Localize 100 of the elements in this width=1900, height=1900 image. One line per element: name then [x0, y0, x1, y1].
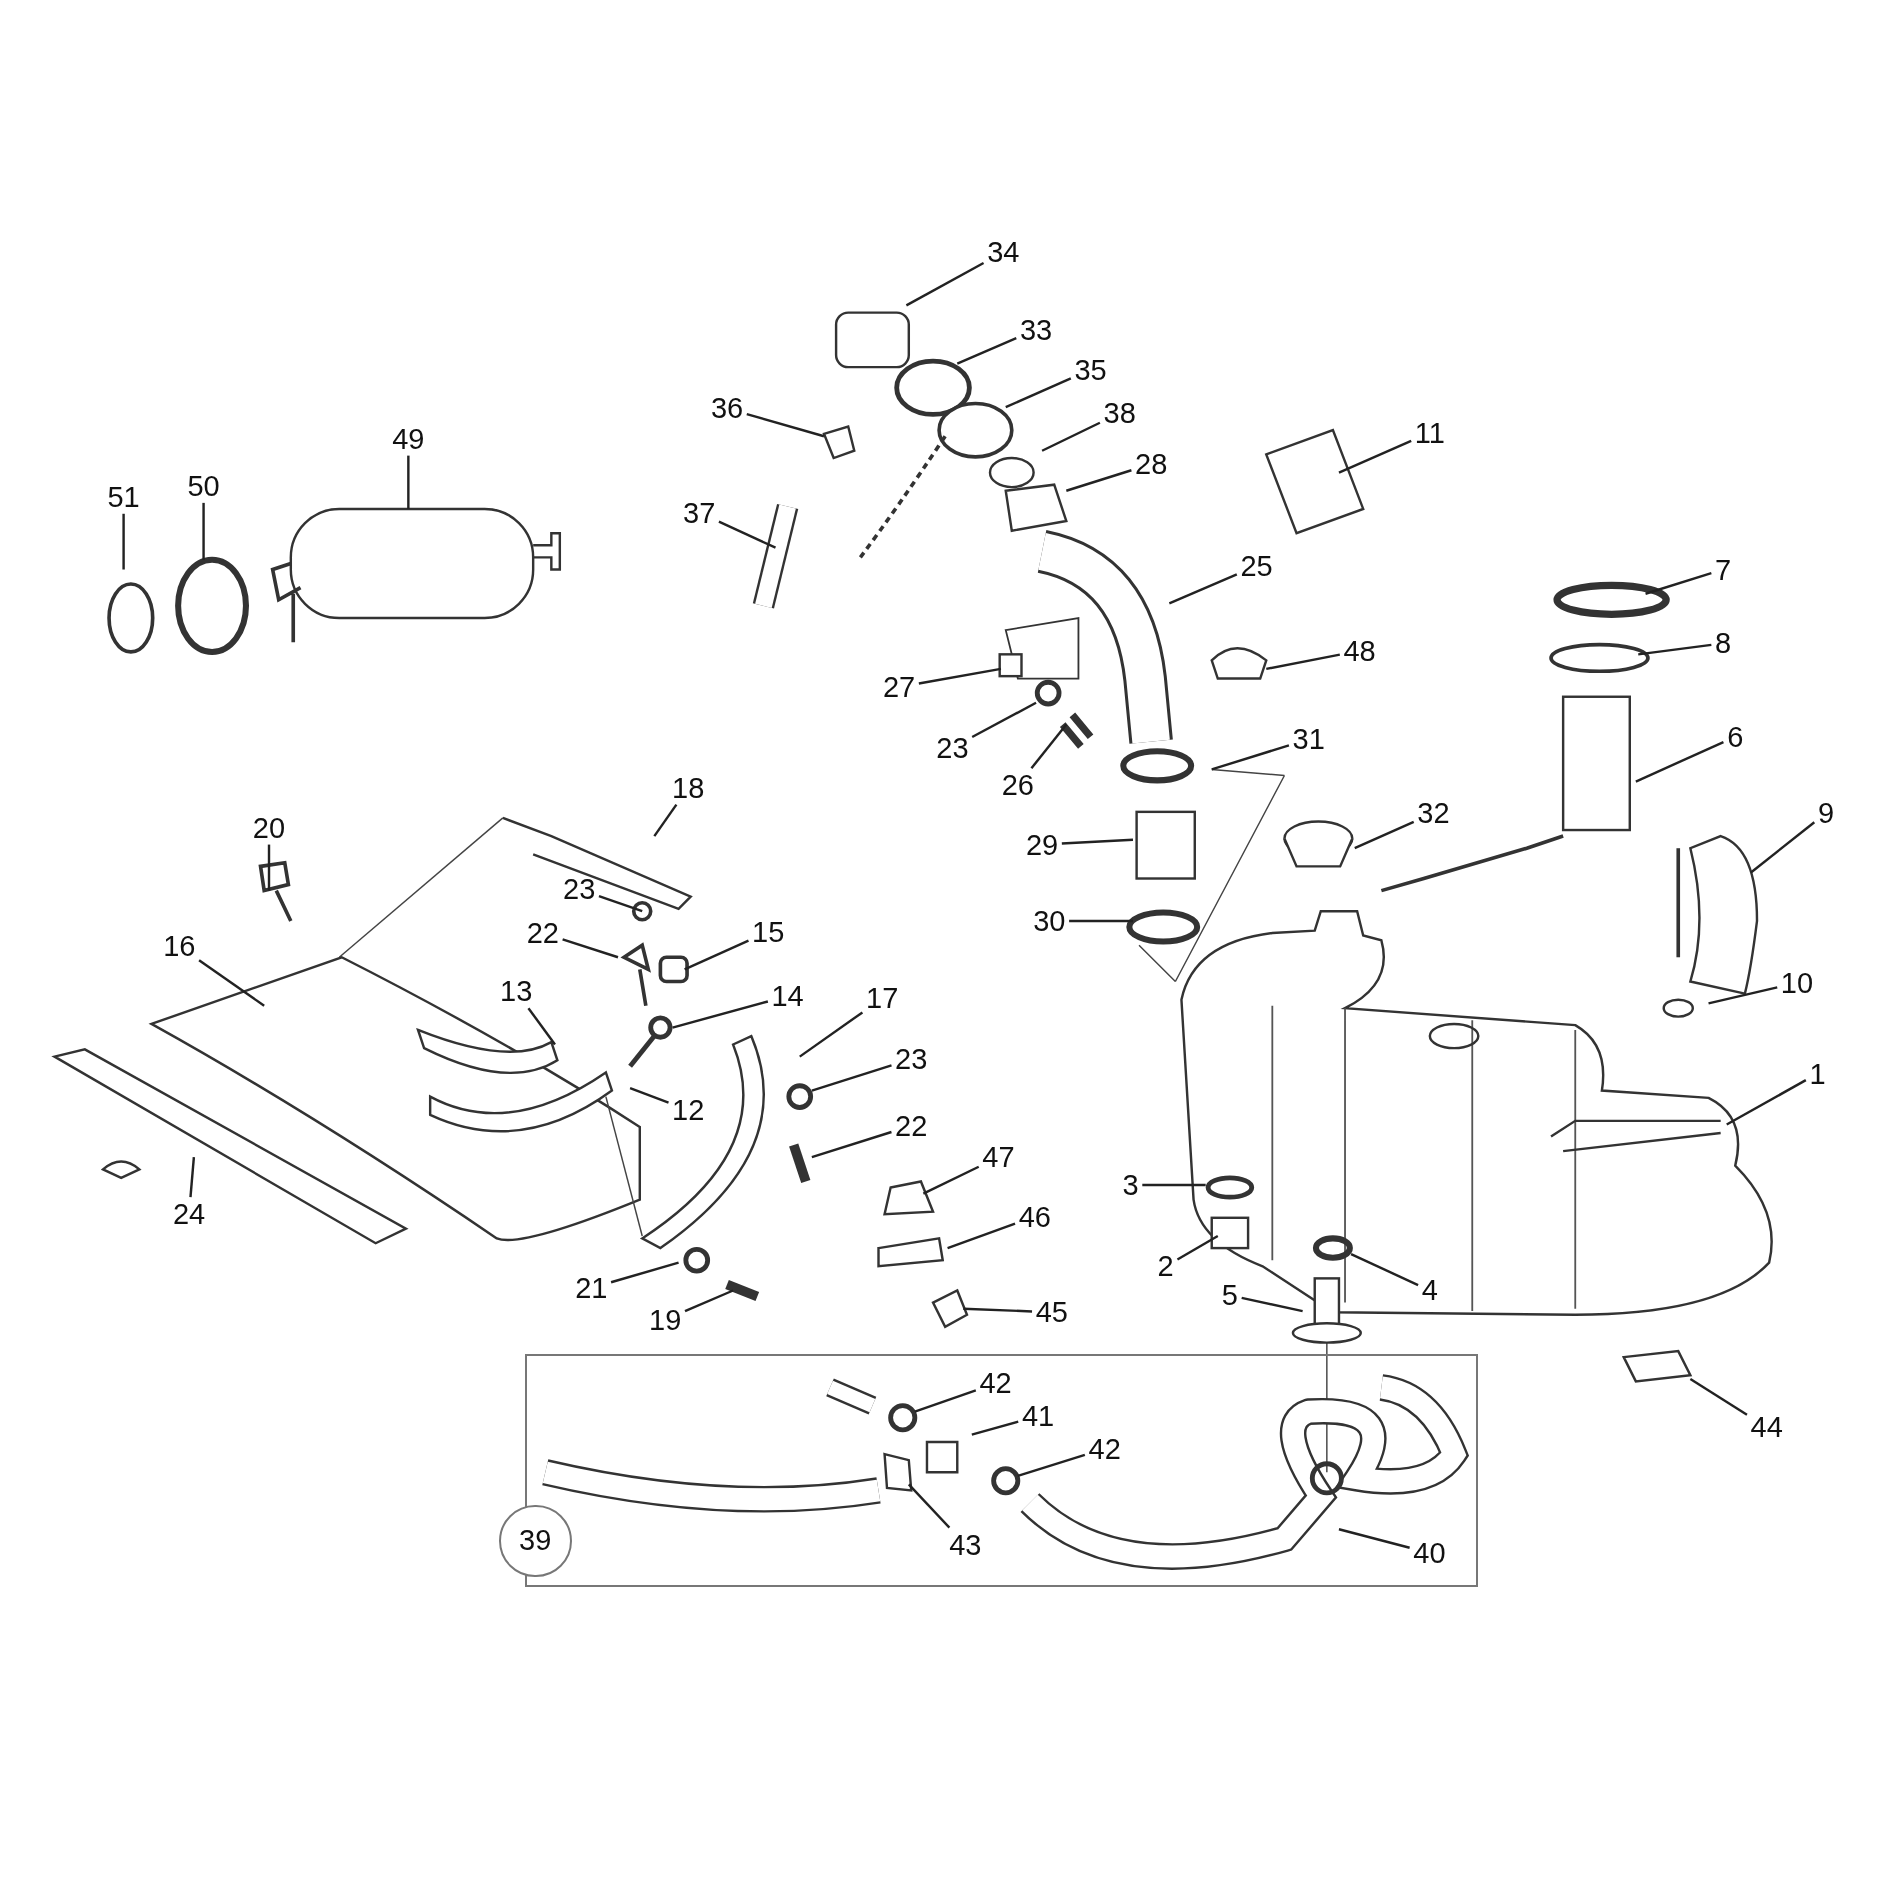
callout-number: 7	[1715, 555, 1732, 584]
callout-number: 25	[1240, 551, 1273, 581]
callout-number: 1	[1809, 1059, 1826, 1089]
callout-number: 16	[163, 931, 196, 961]
callout-number: 12	[672, 1095, 705, 1125]
callout-number: 44	[1750, 1412, 1783, 1442]
callout-number: 42	[1088, 1434, 1121, 1464]
callout-number: 23	[563, 874, 596, 904]
callout-number: 23	[895, 1044, 928, 1074]
callout-number: 13	[500, 976, 533, 1006]
callout-number: 27	[882, 672, 916, 702]
callout-number: 45	[1035, 1297, 1068, 1327]
leader-line	[971, 1420, 1019, 1436]
callout-number: 5	[1221, 1280, 1238, 1310]
callout-number: 50	[187, 471, 220, 501]
leader-line	[947, 1222, 1016, 1250]
leader-line	[527, 1007, 556, 1046]
callout-number: 42	[979, 1368, 1012, 1398]
callout-number: 19	[649, 1305, 682, 1335]
callout-number: 40	[1413, 1538, 1446, 1568]
leader-line	[1176, 1234, 1219, 1261]
callout-number: 22	[895, 1111, 928, 1141]
callout-number: 49	[392, 424, 425, 454]
leader-line	[1211, 744, 1290, 771]
leader-line	[1726, 1079, 1807, 1126]
leader-line	[189, 1157, 196, 1198]
leader-line	[907, 1483, 951, 1529]
leader-line	[1005, 377, 1072, 409]
leader-line	[914, 1389, 977, 1413]
leader-line	[1689, 1377, 1748, 1416]
callout-number: 20	[252, 813, 286, 843]
callout-number: 32	[1417, 798, 1450, 828]
callout-number: 6	[1727, 722, 1744, 752]
callout-number: 31	[1292, 724, 1325, 754]
leader-line	[684, 939, 749, 971]
callout-number: 9	[1818, 798, 1835, 828]
leader-line	[1041, 421, 1101, 452]
callout-number: 10	[1780, 968, 1814, 998]
callout-number: 36	[710, 393, 744, 423]
callout-number: 30	[1033, 906, 1066, 936]
leader-line	[198, 959, 265, 1007]
leader-line	[811, 1130, 892, 1159]
callout-number: 38	[1103, 398, 1136, 428]
callout-number: 23	[936, 733, 969, 763]
leader-line	[956, 336, 1017, 365]
leader-line	[202, 502, 205, 560]
leader-line	[122, 513, 125, 570]
callout-number: 41	[1021, 1401, 1055, 1431]
leader-line	[684, 1289, 734, 1313]
callout-number: 21	[575, 1273, 608, 1303]
callout-number: 4	[1421, 1276, 1438, 1305]
leader-line	[1030, 723, 1068, 769]
leader-line	[1266, 653, 1341, 671]
leader-line	[1354, 820, 1415, 850]
leader-line	[905, 261, 985, 307]
leader-line	[1142, 1183, 1206, 1187]
leader-line	[1645, 572, 1712, 595]
leader-line	[562, 938, 619, 959]
callout-number: 26	[1001, 770, 1034, 800]
callout-number: 29	[1025, 830, 1059, 860]
callout-number: 22	[526, 918, 559, 948]
callout-number: 24	[172, 1199, 206, 1229]
leader-line	[629, 1087, 669, 1104]
leader-line	[746, 412, 825, 438]
callout-circle: 39	[498, 1504, 572, 1578]
leader-line	[971, 701, 1037, 739]
callout-number: 15	[752, 917, 785, 947]
leader-line	[598, 895, 643, 913]
leader-line	[1061, 838, 1134, 845]
leader-line	[1069, 919, 1133, 923]
callout-number: 2	[1157, 1251, 1174, 1281]
callout-number: 18	[672, 773, 705, 803]
callout-number: 48	[1343, 636, 1376, 666]
leader-line	[963, 1307, 1033, 1313]
leader-line	[672, 1000, 769, 1029]
leader-line	[610, 1261, 679, 1284]
leader-line	[1638, 643, 1712, 656]
leader-line	[811, 1064, 892, 1092]
callout-number: 14	[771, 981, 804, 1011]
leader-line	[1750, 821, 1816, 874]
callout-number: 8	[1715, 628, 1732, 658]
leader-line	[718, 520, 776, 549]
callout-number: 34	[987, 237, 1020, 267]
callout-number: 11	[1414, 418, 1445, 448]
leader-line	[918, 667, 1002, 685]
callout-number: 43	[949, 1530, 982, 1559]
leader-line	[653, 803, 678, 837]
leader-line	[1350, 1253, 1419, 1287]
callout-number: 3	[1122, 1170, 1139, 1200]
leader-line	[1338, 439, 1412, 474]
leader-line	[267, 844, 271, 891]
leader-line	[1241, 1296, 1303, 1313]
callout-number: 33	[1019, 315, 1053, 345]
callout-number: 51	[107, 482, 140, 512]
leader-line	[1708, 986, 1778, 1005]
leader-line	[1635, 740, 1724, 783]
callout-number: 47	[982, 1142, 1015, 1172]
leader-line	[407, 455, 410, 509]
leader-line	[1168, 573, 1238, 605]
callout-number: 35	[1074, 355, 1107, 385]
